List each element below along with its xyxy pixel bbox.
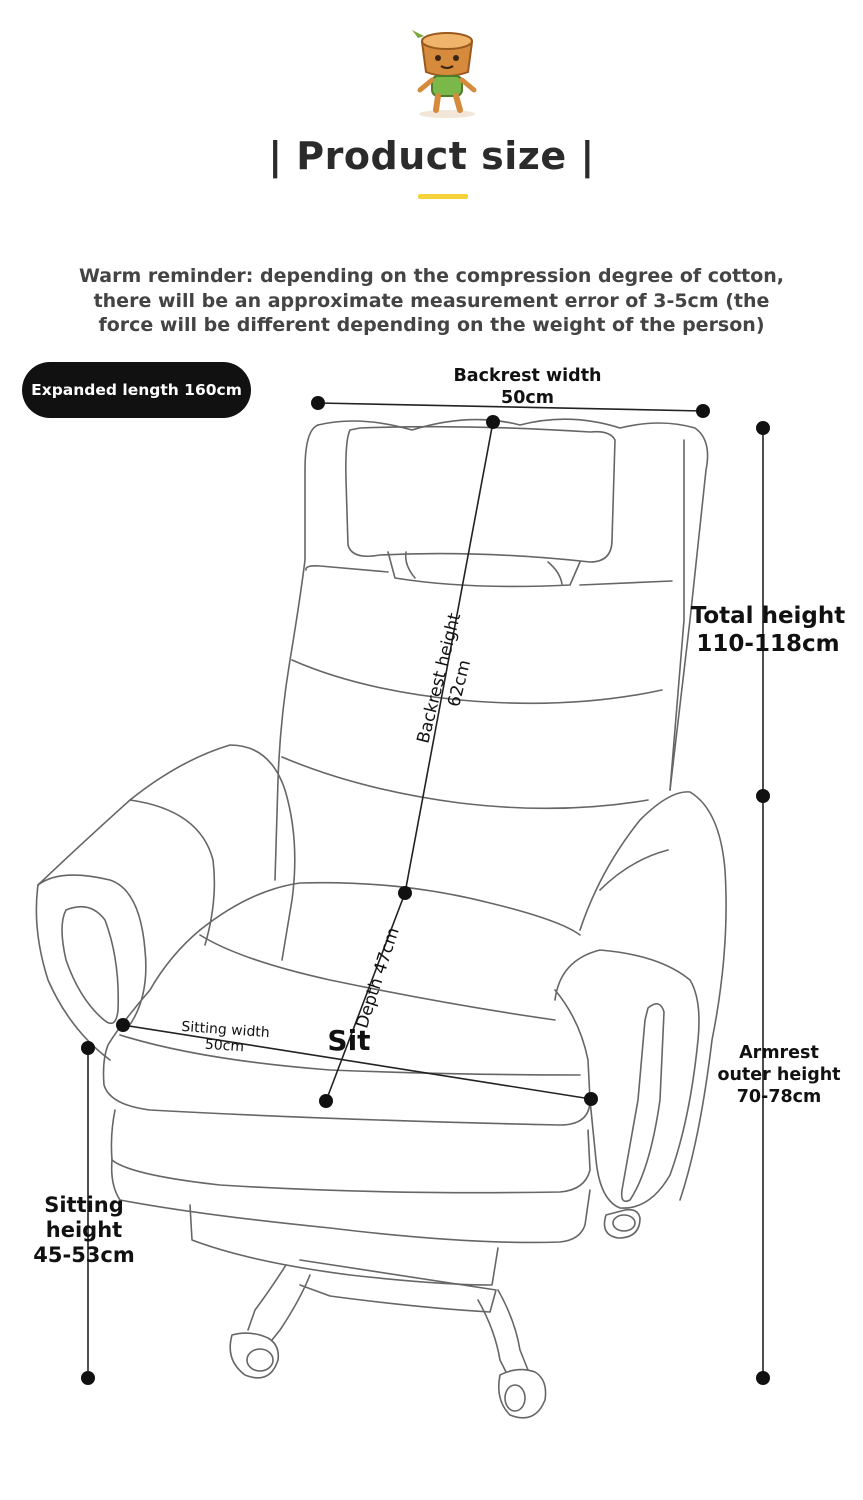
title-underline <box>418 194 468 199</box>
dot-total-top <box>756 421 770 435</box>
warm-reminder: Warm reminder: depending on the compress… <box>20 264 843 338</box>
backrest-width-line <box>317 402 704 412</box>
dot-backrest-right <box>696 404 710 418</box>
backrest-width-label: Backrest width 50cm <box>430 365 625 409</box>
reminder-line: Warm reminder: depending on the compress… <box>78 265 785 287</box>
measurement-lines <box>87 402 764 1378</box>
dot-seat-front <box>319 1094 333 1108</box>
sitting-height-label: Sitting height 45-53cm <box>22 1193 146 1268</box>
backrest-width-value: 50cm <box>501 388 554 408</box>
sitting-height-line1: Sitting <box>44 1193 124 1217</box>
backrest-width-title: Backrest width <box>453 366 602 386</box>
armrest-height-value: 70-78cm <box>736 1087 822 1107</box>
dot-total-bottom <box>756 1371 770 1385</box>
armrest-height-label: Armrest outer height 70-78cm <box>706 1042 852 1108</box>
sit-label: Sit <box>327 1024 371 1057</box>
sitting-width-line <box>122 1024 592 1100</box>
sitting-height-line2: height <box>45 1218 123 1242</box>
dot-seat-right <box>584 1092 598 1106</box>
tree-stump-mascot-icon <box>412 30 477 118</box>
reminder-line: there will be an approximate measurement… <box>93 289 770 312</box>
measurement-dots <box>81 396 770 1385</box>
dot-seat-left <box>116 1018 130 1032</box>
armrest-height-line2: outer height <box>717 1065 841 1085</box>
dot-backrest-top <box>486 415 500 429</box>
total-height-title: Total height <box>690 603 846 629</box>
sitting-height-value: 45-53cm <box>33 1243 135 1267</box>
dot-backrest-left <box>311 396 325 410</box>
dot-seat-height-top <box>81 1041 95 1055</box>
total-height-label: Total height 110-118cm <box>684 602 852 658</box>
backrest-height-line <box>404 421 494 894</box>
dot-seat-height-bottom <box>81 1371 95 1385</box>
reminder-line: force will be different depending on the… <box>98 314 765 336</box>
chair-outline <box>35 418 727 1419</box>
dot-backrest-bottom <box>398 886 412 900</box>
armrest-height-line1: Armrest <box>739 1043 819 1063</box>
page-title: | Product size | <box>268 134 595 178</box>
dot-armrest-top <box>756 789 770 803</box>
total-height-value: 110-118cm <box>696 631 840 657</box>
depth-line <box>325 892 406 1102</box>
expanded-length-badge: Expanded length 160cm <box>22 362 251 418</box>
